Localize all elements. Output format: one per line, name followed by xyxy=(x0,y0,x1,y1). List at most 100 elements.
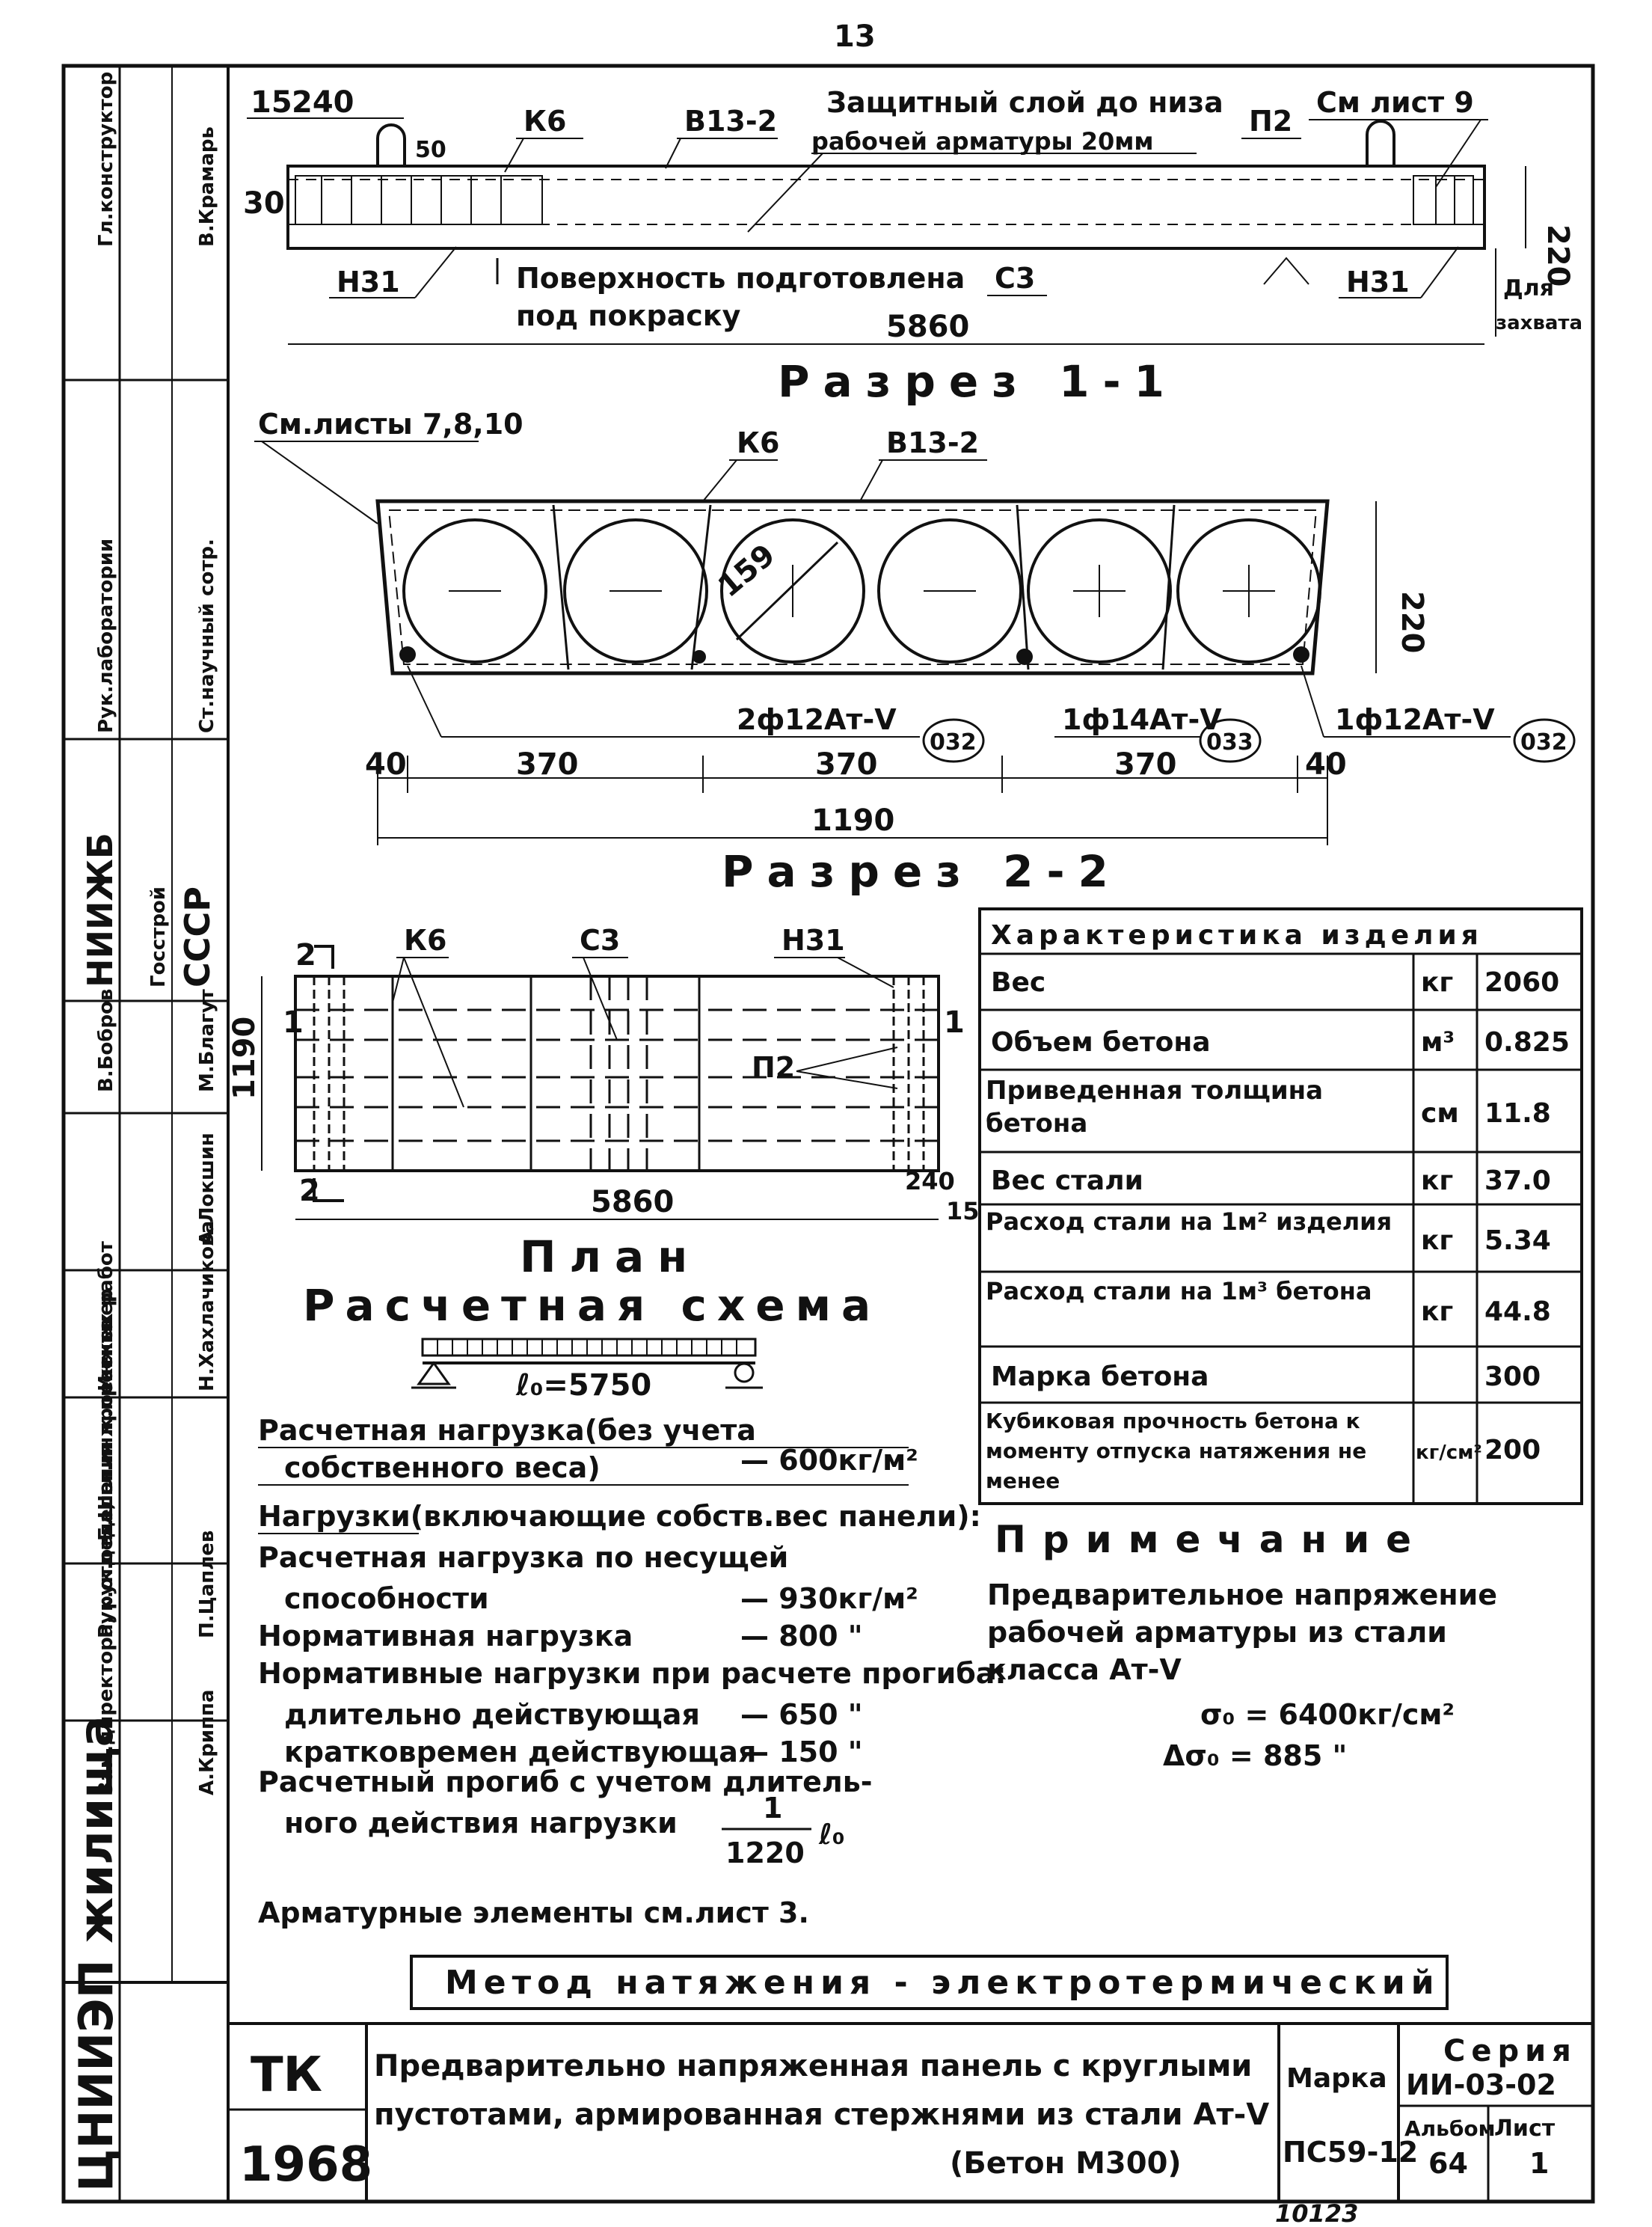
stamp-name: В.Бобров xyxy=(95,989,117,1092)
void-circle xyxy=(720,518,865,664)
deflection-denominator: 1220 xyxy=(725,1837,805,1869)
calc-scheme: Расчетная схема ℓ₀=5750 xyxy=(303,1280,881,1403)
dim-1190-plan: 1190 xyxy=(227,1017,262,1100)
load-line-6b: — 800 " xyxy=(740,1620,863,1652)
label-grip-1: Для xyxy=(1503,275,1554,301)
void-circle xyxy=(1176,518,1321,664)
dim-15-plan: 15 xyxy=(946,1197,980,1225)
row-unit: кг xyxy=(1421,1165,1453,1196)
mark-label: Марка xyxy=(1286,2063,1387,2094)
stamp-name: Н.Хахлачикова xyxy=(196,1221,218,1391)
rebar-dot xyxy=(399,646,416,663)
dim-15: 15 xyxy=(251,85,292,120)
label-cover-1: Защитный слой до низа xyxy=(826,86,1223,119)
dim-370-2: 370 xyxy=(815,747,878,782)
load-line-10: Расчетный прогиб с учетом длитель- xyxy=(258,1765,873,1798)
support-pin xyxy=(417,1361,451,1385)
rebar-dot xyxy=(1293,646,1309,663)
span-length: ℓ₀=5750 xyxy=(515,1368,651,1403)
load-line-8b: — 650 " xyxy=(740,1698,863,1731)
void-circle xyxy=(1027,518,1172,664)
stamp-role: Зам.директора, рук.отделения проектных р… xyxy=(95,1241,117,1795)
label-mark-3: 032 xyxy=(1520,729,1567,756)
label-surface-1: Поверхность подготовлена xyxy=(516,262,965,295)
stamp-name: Б.Шапин xyxy=(95,1441,117,1541)
dim-40-left: 40 xyxy=(365,747,407,782)
stamp-name: А.Криппа xyxy=(196,1689,218,1795)
row-value: 44.8 xyxy=(1484,1296,1551,1327)
plan-outline xyxy=(294,975,940,1172)
load-line-7: Нормативные нагрузки при расчете прогиба… xyxy=(258,1657,1007,1690)
dim-220-section: 220 xyxy=(1395,591,1429,654)
load-line-5b: — 930кг/м² xyxy=(740,1582,918,1615)
dim-370-3: 370 xyxy=(1114,747,1177,782)
stamp-role: Рук.лаборатории xyxy=(95,539,117,733)
row-unit: кг xyxy=(1421,1225,1453,1256)
load-line-2a: собственного веса) xyxy=(284,1451,601,1484)
load-line-4: Расчетная нагрузка по несущей xyxy=(258,1541,788,1574)
dim-240-plan: 240 xyxy=(905,1167,955,1195)
stamp-name: М.Благут xyxy=(196,989,218,1092)
void-circle xyxy=(877,518,1022,664)
inventory-number: 10123 xyxy=(1275,2199,1358,2227)
panel-cross-section xyxy=(375,499,1330,676)
load-line-5a: способности xyxy=(284,1582,489,1615)
plan-view: 2 2 1 1 К6 С3 Н31 П2 1190 5860 240 15 Пл… xyxy=(227,924,980,1282)
method-text: Метод натяжения - электротермический xyxy=(445,1964,1440,2002)
stamp-name: П.Цаплев xyxy=(196,1531,218,1638)
load-line-2b: — 600кг/м² xyxy=(740,1444,918,1477)
label-rebar-2: 1ф14Ат-Ⅴ xyxy=(1062,703,1222,736)
rebar-dot xyxy=(693,650,706,664)
stamp-role: Рук.отдела, гл.инж.проекта xyxy=(95,1319,117,1638)
dim-240: 240 xyxy=(292,85,354,120)
row-name: Расход стали на 1м³ бетона xyxy=(986,1277,1372,1305)
note-line-1: Предварительное напряжение xyxy=(987,1578,1497,1611)
title-calc-scheme: Расчетная схема xyxy=(303,1280,881,1331)
voids xyxy=(402,518,1321,664)
row-name: Марка бетона xyxy=(991,1361,1209,1392)
desc-line-2: пустотами, армированная стержнями из ста… xyxy=(374,2098,1269,2132)
stamp-role: Инженер xyxy=(95,1289,117,1391)
row-unit: см xyxy=(1421,1098,1459,1129)
deflection-numerator: 1 xyxy=(763,1792,782,1825)
dim-370-1: 370 xyxy=(516,747,579,782)
title-block: ТК 1968 Предварительно напряженная панел… xyxy=(228,2022,1593,2227)
stamp-ussr: СССР xyxy=(177,886,218,987)
org-code: ТК xyxy=(251,2047,322,2103)
album-value: 64 xyxy=(1428,2147,1468,2180)
load-line-11: ного действия нагрузки xyxy=(284,1807,678,1840)
lifting-loop-left xyxy=(376,123,406,166)
row-value: 0.825 xyxy=(1484,1027,1570,1058)
load-line-8a: длительно действующая xyxy=(284,1698,700,1731)
row-name: Приведенная толщина бетона xyxy=(986,1076,1324,1139)
method-box xyxy=(410,1955,1449,2010)
note-title: Примечание xyxy=(995,1518,1428,1561)
loads-block: Расчетная нагрузка(без учета собственног… xyxy=(258,1414,1007,1929)
lifting-loop-right xyxy=(1366,120,1395,166)
stamp-role: Гл.конструктор xyxy=(95,72,117,247)
stamp-gosstroy: Госстрой xyxy=(147,886,170,987)
load-line-9b: — 150 " xyxy=(740,1736,863,1768)
stamp-grid xyxy=(64,379,228,1984)
sheet-value: 1 xyxy=(1529,2147,1549,2180)
characteristics-table: Характеристика изделия Вес кг 2060 Объем… xyxy=(978,907,1583,1505)
cut-1-right: 1 xyxy=(944,1005,965,1040)
load-line-12: Арматурные элементы см.лист 3. xyxy=(258,1896,809,1929)
label-v13-section: В13-2 xyxy=(886,426,979,459)
support-roller xyxy=(734,1362,755,1383)
note-line-2: рабочей арматуры из стали xyxy=(987,1616,1447,1649)
dim-5860-plan: 5860 xyxy=(591,1185,674,1219)
stamp-name: В.Крамарь xyxy=(196,126,218,247)
desc-line-3: (Бетон М300) xyxy=(950,2146,1182,2181)
note-delta-sigma: Δσ₀ = 885 " xyxy=(1163,1739,1347,1772)
dim-40-right: 40 xyxy=(1305,747,1347,782)
label-c3-plan: С3 xyxy=(580,924,620,957)
desc-line-1: Предварительно напряженная панель с круг… xyxy=(374,2049,1252,2083)
row-value: 2060 xyxy=(1484,967,1559,998)
rebar-dot xyxy=(1016,649,1033,665)
dim-30: 30 xyxy=(243,186,285,221)
label-mark-1: 032 xyxy=(930,729,977,756)
row-value: 37.0 xyxy=(1484,1165,1551,1196)
row-unit: кг/см² xyxy=(1416,1442,1482,1464)
label-n31-plan: Н31 xyxy=(782,924,845,957)
